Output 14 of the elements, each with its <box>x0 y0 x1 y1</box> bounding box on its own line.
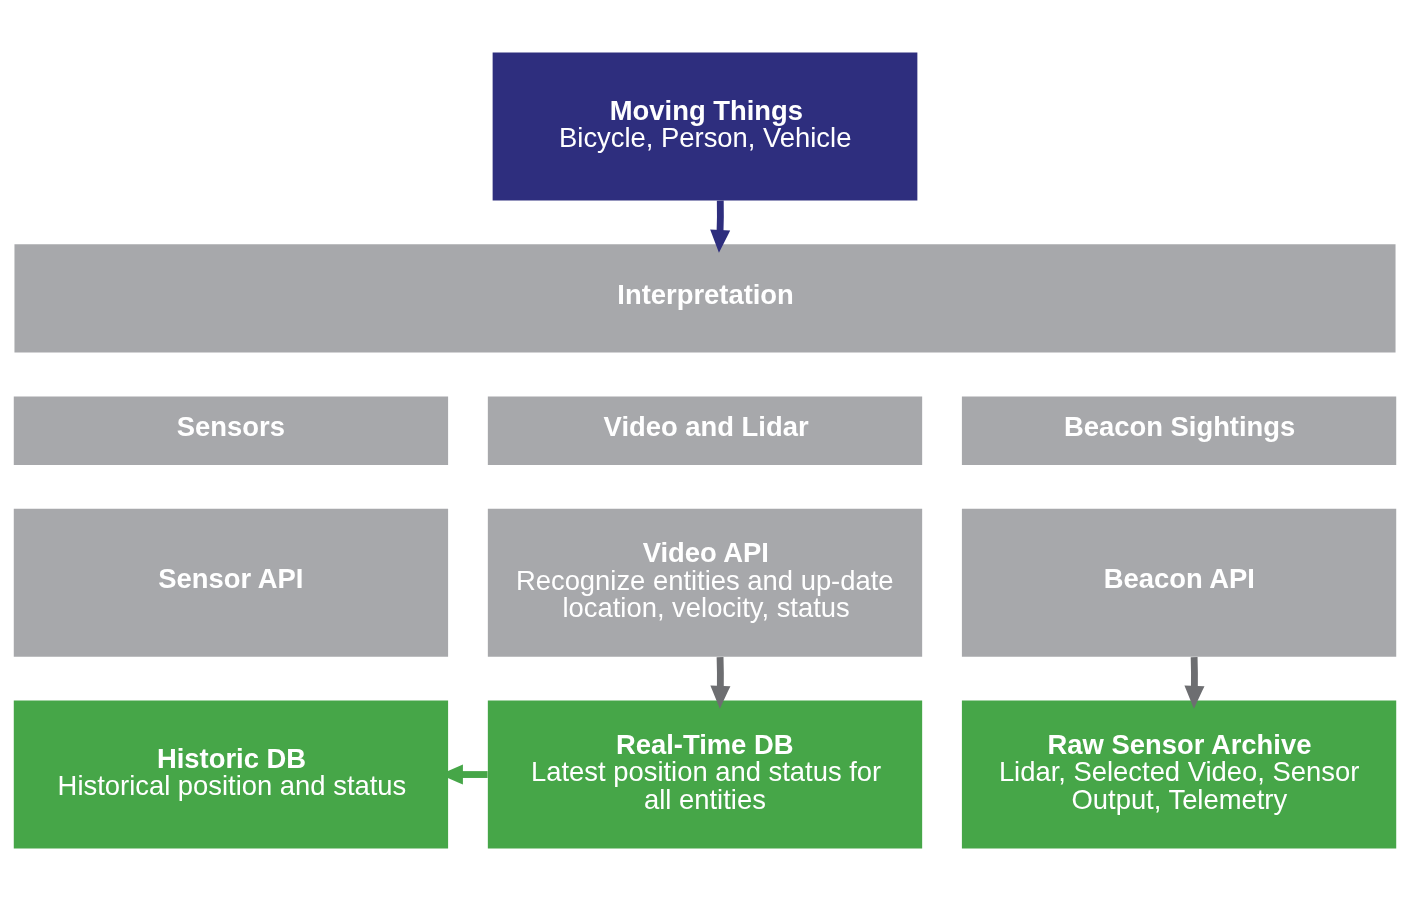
node-box: Beacon API <box>961 508 1397 657</box>
node-box: Raw Sensor Archive Lidar, Selected Video, Sensor Output, Telemetry <box>961 700 1397 848</box>
node-box: Video and Lidar <box>487 395 923 465</box>
node-box: Sensor API <box>13 508 449 657</box>
node-box: Beacon Sightings <box>961 395 1397 465</box>
node-box: Real-Time DB Latest position and status for all entities <box>487 700 923 848</box>
arrow <box>710 656 731 709</box>
arrow <box>710 200 731 253</box>
node-box: Interpretation <box>14 243 1396 353</box>
node-box: Historic DB Historical position and status <box>13 700 449 848</box>
node-box: Sensors <box>13 395 449 465</box>
arrow <box>1184 656 1205 709</box>
node-box: Video API Recognize entities and up-date location, velocity, status <box>487 508 923 657</box>
node-box: Moving Things Bicycle, Person, Vehicle <box>492 52 918 200</box>
